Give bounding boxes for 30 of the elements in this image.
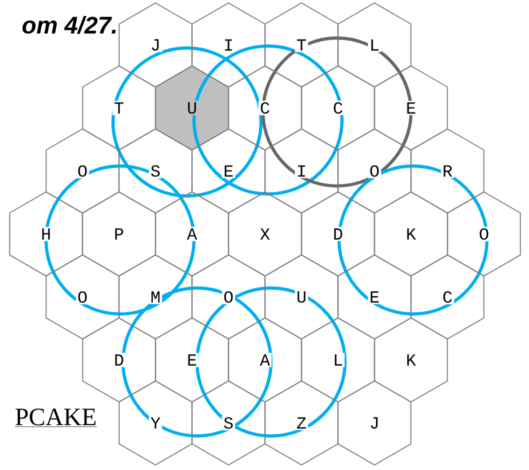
letter-hexagon: J [338,380,412,466]
letter-hexagon: A [155,191,229,277]
letter-hexagon: E [338,254,412,340]
letter-hexagon: P [82,191,156,277]
letter-hexagon: O [338,128,412,214]
answer-word: PCAKE [14,408,97,427]
letter-hexagon: H [9,191,83,277]
letter-hexagon: M [118,254,192,340]
letter-hexagon: K [374,191,448,277]
letter-hexagon: D [82,317,156,403]
letter-hexagon: O [46,128,120,214]
letter-hexagon: K [374,317,448,403]
letter-hexagon: D [301,191,375,277]
letter-hexagon: C [410,254,484,340]
letter-hexagon: S [192,380,266,466]
letter-hexagon: X [228,191,302,277]
letter-hexagon: U [264,254,338,340]
letter-hexagon: S [118,128,192,214]
letter-hexagon: O [447,191,521,277]
letter-hexagon: A [228,317,302,403]
letter-hexagon: E [192,128,266,214]
letter-hexagon: O [46,254,120,340]
letter-hexagon: L [301,317,375,403]
letter-hexagon: Z [264,380,338,466]
letter-hexagon: I [264,128,338,214]
letter-hexagon: R [410,128,484,214]
letter-hexagon: E [155,317,229,403]
letter-hexagon: Y [118,380,192,466]
letter-hexagon: O [192,254,266,340]
date-heading: om 4/27. [22,16,116,34]
